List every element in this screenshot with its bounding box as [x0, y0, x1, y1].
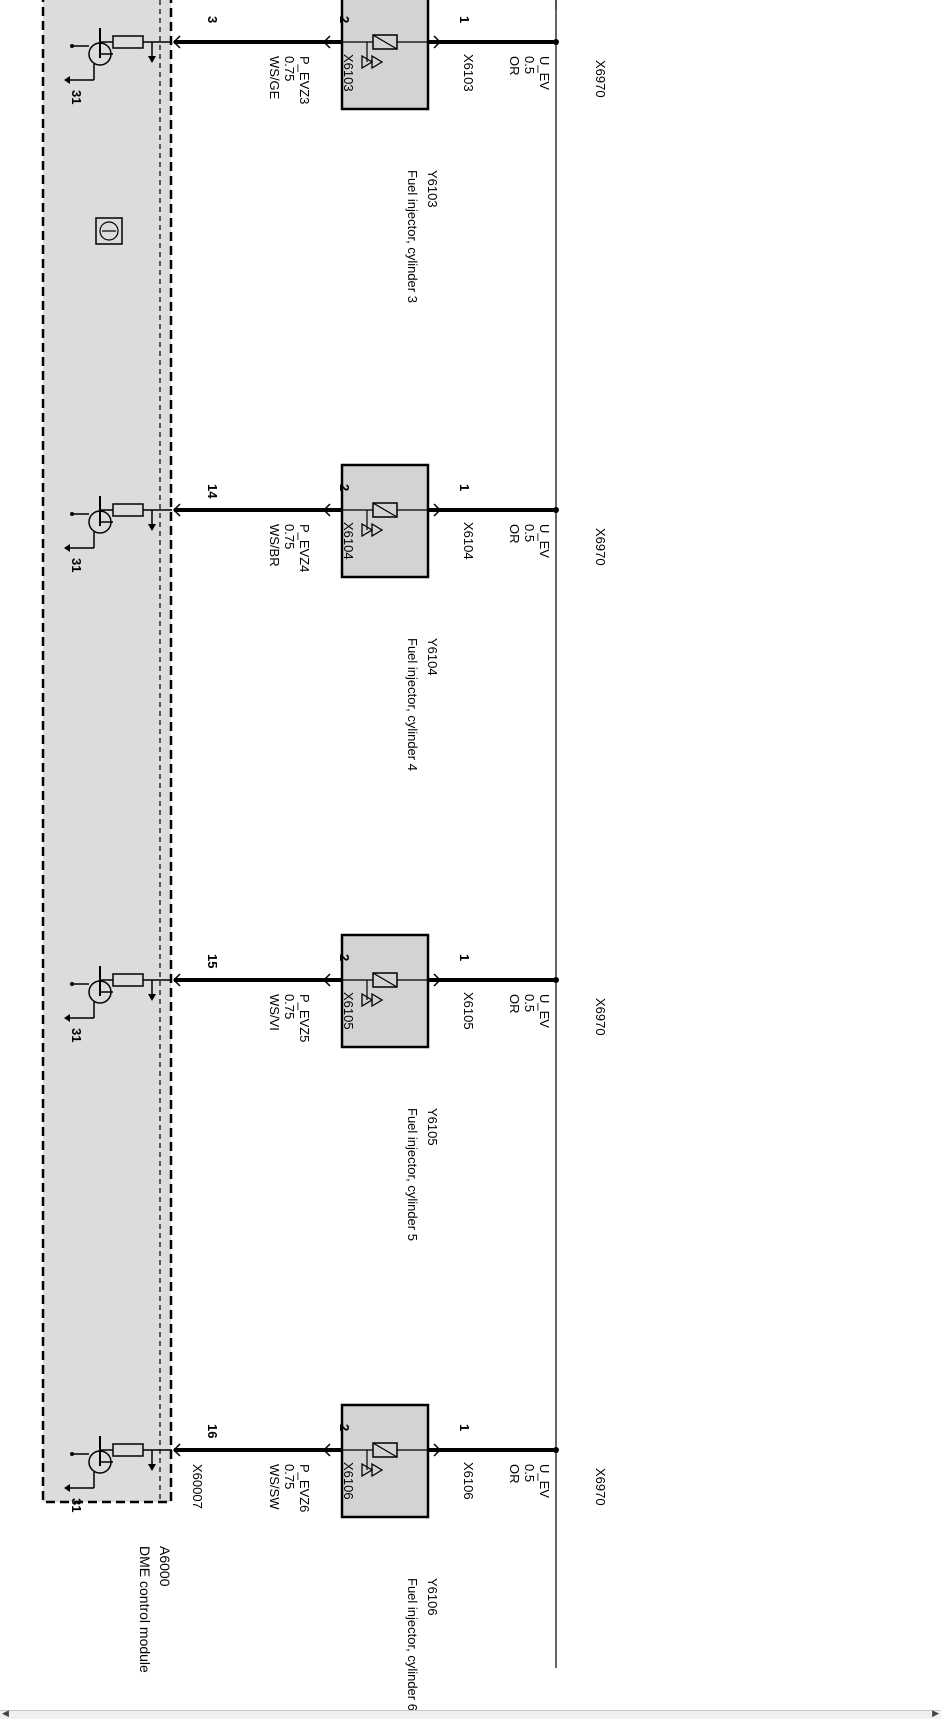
ground-label: 31: [69, 1028, 84, 1042]
driver-transistor-icon: 31: [64, 28, 172, 104]
supply-wire-size: 0.5: [522, 56, 537, 74]
signal-wire-size: 0.75: [282, 56, 297, 81]
module-name: DME control module: [137, 1546, 153, 1673]
module-pin-number: 16: [205, 1424, 220, 1438]
supply-junction: [553, 1447, 559, 1453]
injector-connector-supply: X6105: [461, 992, 476, 1030]
supply-wire-size: 0.5: [522, 524, 537, 542]
module-pin-number: 3: [205, 16, 220, 23]
module-ref: A6000: [157, 1546, 173, 1587]
pin-number-supply: 1: [457, 484, 472, 491]
supply-wire-size: 0.5: [522, 994, 537, 1012]
signal-wire-color: WS/SW: [267, 1464, 282, 1510]
supply-junction: [553, 507, 559, 513]
signal-wire-size: 0.75: [282, 524, 297, 549]
pin-number-signal: 2: [337, 954, 352, 961]
supply-connector-label: X6970: [593, 528, 608, 566]
injector-box: [340, 0, 430, 111]
solenoid-valve-icon: [342, 34, 428, 70]
ground-label: 31: [69, 1498, 84, 1512]
supply-connector-label: X6970: [593, 1468, 608, 1506]
module-pin-number: 14: [205, 484, 220, 499]
injector-box: [340, 933, 430, 1049]
module-pin-number: 15: [205, 954, 220, 968]
pin-number-signal: 2: [337, 1424, 352, 1431]
driver-transistor-icon: 31: [64, 966, 172, 1042]
supply-connector-label: X6970: [593, 998, 608, 1036]
injector-ref: Y6106: [425, 1578, 440, 1616]
ground-label: 31: [69, 558, 84, 572]
signal-wire-color: WS/BR: [267, 524, 282, 567]
signal-wire-size: 0.75: [282, 994, 297, 1019]
supply-wire-signal: U_EV: [537, 994, 552, 1028]
injector-connector-signal: X6106: [341, 1462, 356, 1500]
injector-name: Fuel injector, cylinder 6: [405, 1578, 420, 1711]
supply-wire-color: OR: [507, 994, 522, 1014]
dme-control-module-box: [41, 0, 173, 1504]
signal-wire-size: 0.75: [282, 1464, 297, 1489]
ground-label: 31: [69, 90, 84, 104]
solenoid-valve-icon: [342, 502, 428, 538]
injector-name: Fuel injector, cylinder 4: [405, 638, 420, 771]
injector-box: [340, 1403, 430, 1519]
solenoid-valve-icon: [342, 1442, 428, 1478]
pin-number-supply: 1: [457, 1424, 472, 1431]
injector-connector-supply: X6106: [461, 1462, 476, 1500]
driver-transistor-icon: 31: [64, 1436, 172, 1512]
driver-transistor-icon: 31: [64, 496, 172, 572]
supply-wire-color: OR: [507, 1464, 522, 1484]
injector-connector-signal: X6103: [341, 54, 356, 92]
supply-junction: [553, 39, 559, 45]
signal-wire-color: WS/VI: [267, 994, 282, 1031]
pin-number-signal: 2: [337, 484, 352, 491]
supply-junction: [553, 977, 559, 983]
pin-number-supply: 1: [457, 16, 472, 23]
injector-connector-signal: X6104: [341, 522, 356, 560]
signal-wire-color: WS/GE: [267, 56, 282, 100]
signal-wire-signal: P_EVZ5: [297, 994, 312, 1042]
signal-wire-signal: P_EVZ4: [297, 524, 312, 572]
injector-connector-supply: X6104: [461, 522, 476, 560]
signal-wire-signal: P_EVZ3: [297, 56, 312, 104]
signal-wire-signal: P_EVZ6: [297, 1464, 312, 1512]
injector-ref: Y6104: [425, 638, 440, 676]
supply-wire-signal: U_EV: [537, 524, 552, 558]
horizontal-scrollbar[interactable]: ◀ ▶: [0, 1709, 941, 1719]
supply-wire-signal: U_EV: [537, 1464, 552, 1498]
injector-name: Fuel injector, cylinder 5: [405, 1108, 420, 1241]
supply-connector-label: X6970: [593, 60, 608, 98]
supply-wire-color: OR: [507, 56, 522, 76]
supply-wire-size: 0.5: [522, 1464, 537, 1482]
injector-connector-supply: X6103: [461, 54, 476, 92]
solenoid-valve-icon: [342, 972, 428, 1008]
supply-wire-signal: U_EV: [537, 56, 552, 90]
injector-name: Fuel injector, cylinder 3: [405, 170, 420, 303]
supply-wire-color: OR: [507, 524, 522, 544]
injector-box: [340, 463, 430, 579]
injector-connector-signal: X6105: [341, 992, 356, 1030]
injector-ref: Y6103: [425, 170, 440, 208]
scroll-right-icon[interactable]: ▶: [932, 1709, 939, 1719]
module-ground-icon: [95, 217, 123, 245]
pin-number-supply: 1: [457, 954, 472, 961]
injector-ref: Y6105: [425, 1108, 440, 1146]
pin-number-signal: 2: [337, 16, 352, 23]
scroll-left-icon[interactable]: ◀: [2, 1709, 9, 1719]
module-output-connector: X60007: [190, 1464, 205, 1509]
